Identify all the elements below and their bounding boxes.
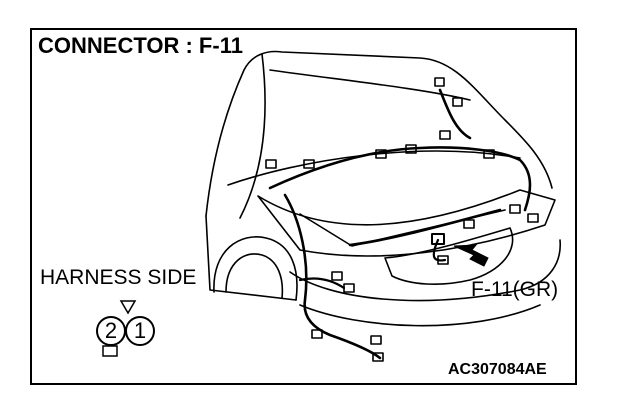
rear-wheel-arch (213, 236, 298, 301)
rear-bumper (289, 239, 561, 302)
connector (303, 159, 315, 169)
rear-wheel (225, 253, 284, 299)
connector-pin-2: 2 (96, 316, 126, 346)
connector (437, 255, 449, 265)
connector-pin-1: 1 (125, 316, 155, 346)
connector (439, 130, 451, 140)
bumper-lower (299, 304, 541, 327)
connector (331, 271, 343, 281)
wire-branch-bumper (298, 277, 346, 290)
connector (311, 329, 323, 339)
wire-harness-lid (348, 208, 502, 247)
figure-code: AC307084AE (448, 361, 547, 378)
connector (370, 335, 382, 345)
connector (343, 283, 355, 293)
lock-tab-icon (102, 345, 118, 357)
key-indicator-icon (119, 300, 137, 315)
connector (483, 149, 495, 159)
connector-f11 (431, 233, 445, 245)
wire-harness (268, 146, 532, 212)
c-pillar-line (239, 53, 266, 219)
trunk-lid (257, 189, 556, 257)
connector (509, 204, 521, 214)
connector (452, 97, 463, 107)
arrow-icon (453, 244, 489, 267)
connector (527, 213, 539, 223)
side-body-lower (205, 215, 297, 301)
connector (372, 352, 384, 362)
roof-line (269, 69, 471, 101)
connector (375, 149, 387, 159)
wire-harness-right (438, 88, 472, 140)
wire-harness-side (283, 193, 382, 360)
car-body-outline (205, 50, 553, 217)
harness-side-label: HARNESS SIDE (40, 266, 197, 289)
license-recess (384, 227, 514, 285)
connector (434, 77, 445, 87)
connector-callout-label: F-11(GR) (471, 278, 559, 301)
page-title: CONNECTOR : F-11 (38, 33, 243, 58)
connector (405, 144, 417, 154)
connector (265, 159, 277, 169)
connector (463, 219, 475, 229)
